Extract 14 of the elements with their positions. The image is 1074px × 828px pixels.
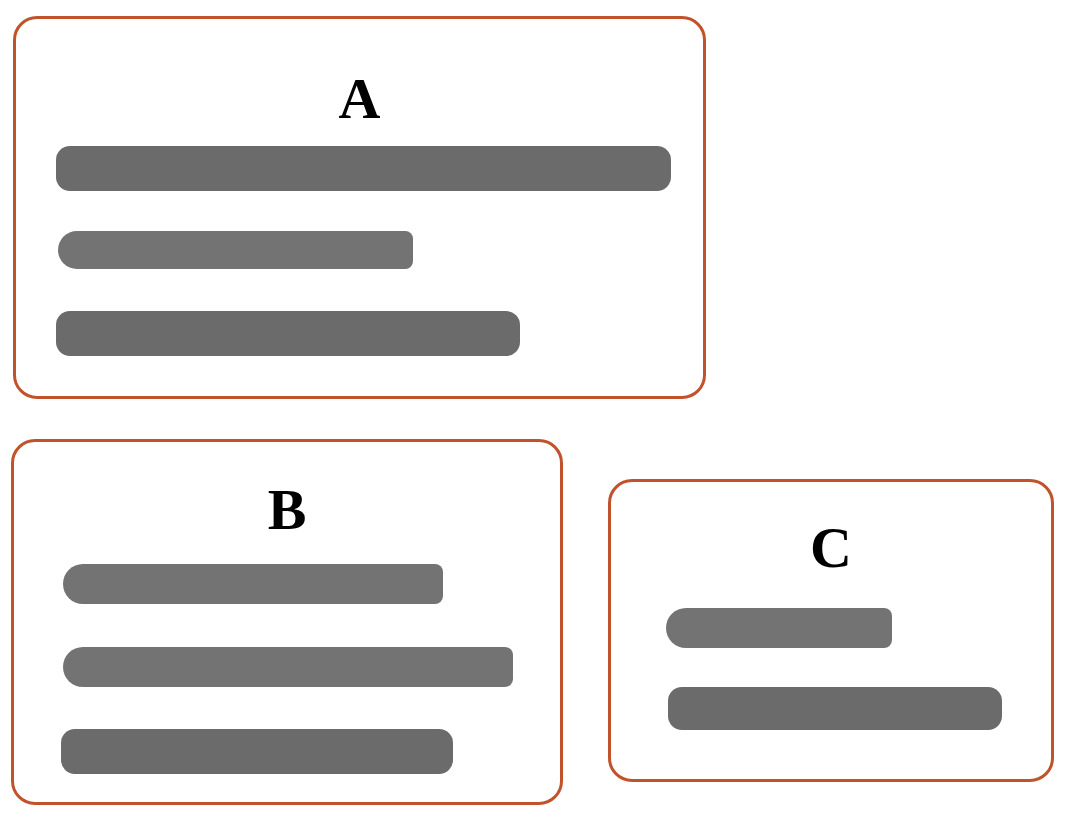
card-heading: C [810,516,852,580]
redacted-text-bar [63,647,513,687]
redacted-text-bar [61,729,453,774]
redacted-text-bar [56,146,671,191]
card-heading: B [267,478,307,542]
redacted-text-bar [63,564,443,604]
redacted-text-bar [58,231,413,269]
redacted-text-bar [56,311,520,356]
card-heading: A [338,67,381,131]
card [608,479,1054,782]
redacted-text-bar [668,687,1002,730]
card [11,439,563,805]
redacted-text-bar [666,608,892,648]
card [13,16,706,399]
